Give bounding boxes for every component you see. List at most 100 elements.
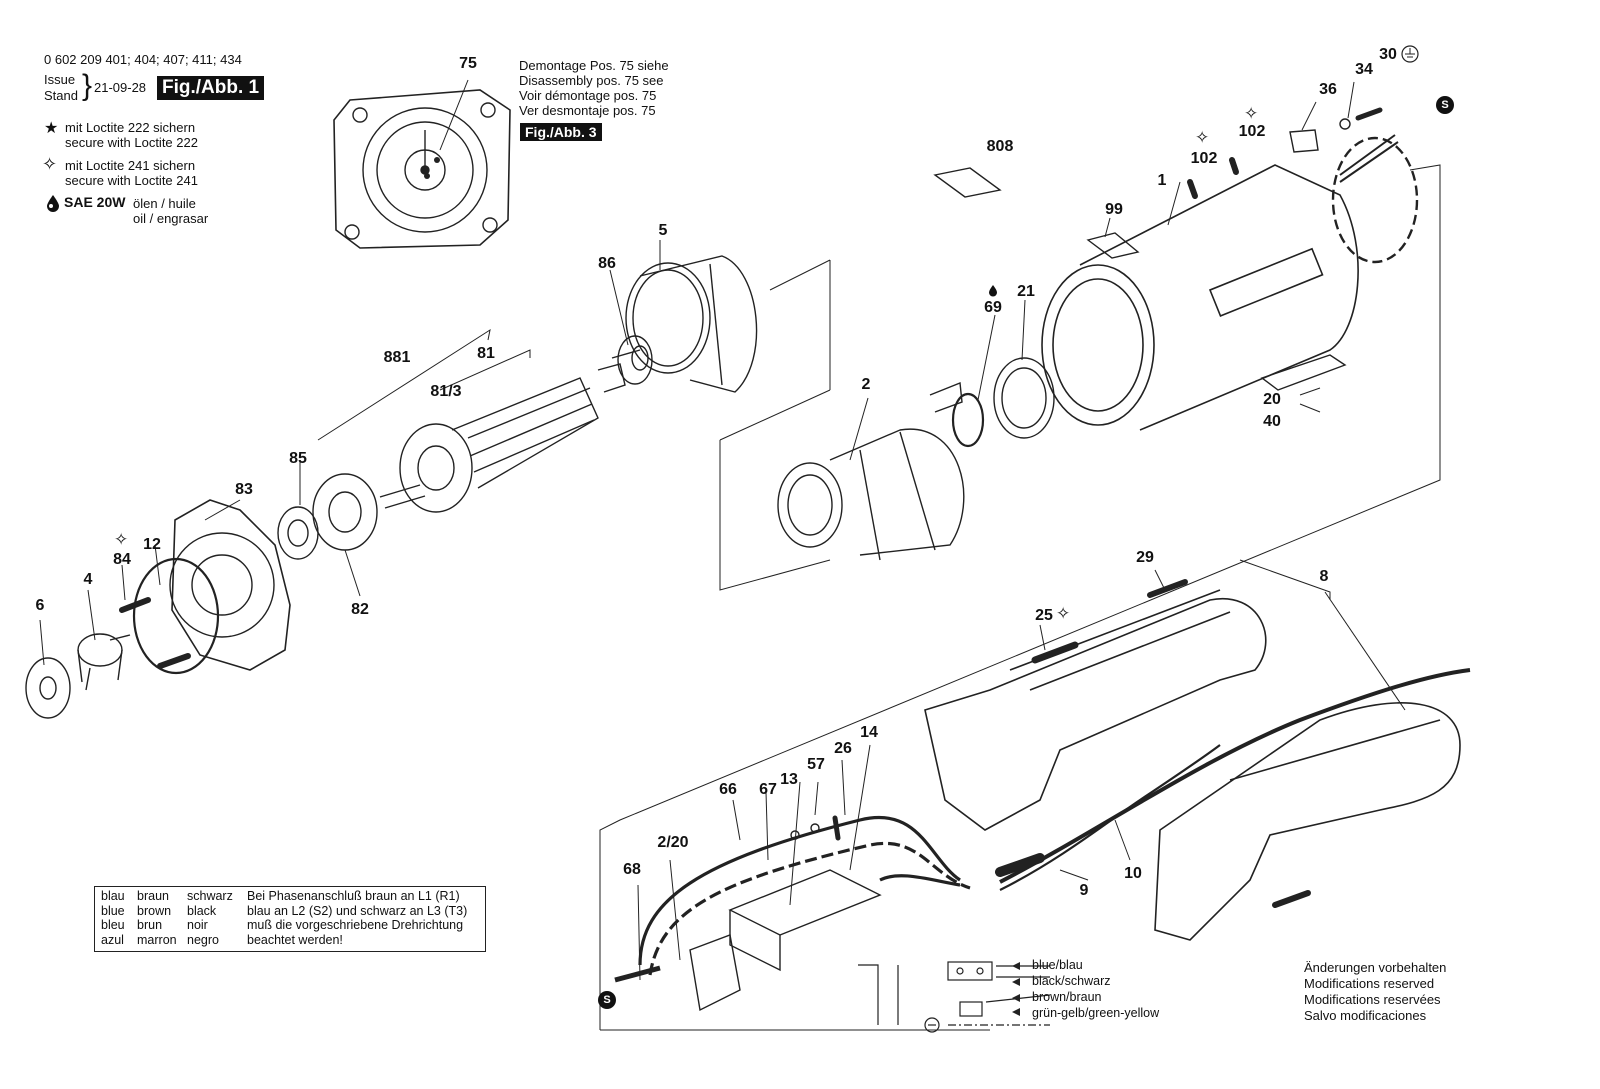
- ring-21: [993, 357, 1055, 439]
- wire-color-brown-3: marron: [137, 932, 177, 947]
- section-frame-lines: [599, 164, 1441, 1031]
- screw-handle: [1272, 890, 1311, 908]
- disassembly-note-1: Disassembly pos. 75 see: [519, 73, 664, 88]
- part-numbers: 0 602 209 401; 404; 407; 411; 434: [44, 52, 242, 67]
- label-40: 40: [1263, 413, 1281, 430]
- wire-color-blue-1: blue: [101, 903, 125, 918]
- star-outline-icon-102a: ✧: [1195, 128, 1210, 147]
- label-26: 26: [834, 740, 852, 757]
- wiring-diagram-inset: [858, 961, 1051, 1033]
- label-102b: 102: [1238, 123, 1266, 140]
- modifications-en: Modifications reserved: [1304, 976, 1435, 991]
- label-81: 81: [477, 345, 495, 362]
- label-86: 86: [598, 255, 616, 272]
- label-66: 66: [719, 781, 737, 798]
- modifications-fr: Modifications reservées: [1304, 992, 1441, 1007]
- label-57: 57: [807, 756, 825, 773]
- washer-34: [1339, 118, 1351, 130]
- phase-note-2: muß die vorgeschriebene Drehrichtung: [247, 918, 464, 932]
- label-10: 10: [1124, 865, 1142, 882]
- label-85: 85: [289, 450, 307, 467]
- brace-icon: }: [82, 69, 93, 102]
- wire-color-brown-2: brun: [137, 918, 163, 932]
- screw-30: [1355, 107, 1383, 121]
- screws-102: [1187, 157, 1239, 199]
- label-69: 69: [984, 299, 1002, 316]
- wiring-legend-black: black/schwarz: [1032, 974, 1111, 988]
- label-30: 30: [1379, 46, 1397, 63]
- motor-housing-1: [1041, 164, 1359, 431]
- label-4: 4: [83, 571, 93, 588]
- oil-line1: ölen / huile: [133, 196, 196, 211]
- disassembly-note-2: Voir démontage pos. 75: [519, 88, 657, 103]
- label-12: 12: [143, 536, 161, 553]
- issue-date: 21-09-28: [94, 80, 147, 95]
- end-plate-part: [333, 89, 511, 249]
- label-1: 1: [1157, 172, 1167, 189]
- oil-grade: SAE 20W: [64, 194, 126, 210]
- wire-color-blue-2: bleu: [101, 918, 125, 932]
- label-2-20: 2/20: [657, 834, 689, 851]
- label-13: 13: [780, 771, 798, 788]
- figure-ref-3: Fig./Abb. 3: [520, 123, 602, 141]
- disassembly-note-0: Demontage Pos. 75 siehe: [519, 58, 669, 73]
- wire-color-black-2: noir: [187, 918, 208, 932]
- s-badge-top: S: [1436, 96, 1454, 114]
- wire-color-black-3: negro: [187, 932, 219, 947]
- label-plate-808: [933, 167, 1002, 198]
- arrow-icons: [1012, 962, 1020, 1016]
- loctite241-en: secure with Loctite 241: [65, 173, 198, 188]
- label-5: 5: [658, 222, 668, 239]
- label-34: 34: [1355, 61, 1373, 78]
- wiring-legend-blue: blue/blau: [1032, 958, 1083, 972]
- disassembly-note-3: Ver desmontaje pos. 75: [519, 103, 656, 118]
- phase-note-0: Bei Phasenanschluß braun an L1 (R1): [247, 889, 460, 903]
- wire-color-black-0: schwarz: [187, 889, 233, 903]
- screw-25: [1031, 641, 1079, 664]
- switch-assembly-13: [689, 869, 882, 1012]
- handle-lower-8: [1154, 702, 1461, 941]
- connector-plug: [614, 965, 661, 983]
- label-plate-99: [1086, 232, 1140, 259]
- label-75: 75: [459, 55, 477, 72]
- modifications-de: Änderungen vorbehalten: [1304, 960, 1447, 975]
- screws-84: [119, 597, 191, 669]
- plate-20: [1260, 354, 1347, 391]
- screw-26: [832, 815, 841, 841]
- loctite241-de: mit Loctite 241 sichern: [65, 158, 196, 173]
- cable-main: [999, 668, 1471, 884]
- star-outline-icon-25: ✧: [1056, 604, 1071, 623]
- modifications-es: Salvo modificaciones: [1304, 1008, 1427, 1023]
- label-21: 21: [1017, 283, 1035, 300]
- cable-clamp-36: [1289, 129, 1319, 153]
- wire-color-black-1: black: [187, 903, 217, 918]
- bearing-85: [277, 506, 319, 560]
- star-filled-icon: ★: [44, 120, 59, 137]
- o-ring-12: [132, 557, 220, 675]
- label-9: 9: [1079, 882, 1089, 899]
- label-25: 25: [1035, 607, 1053, 624]
- oil-drop-icon-69: [989, 285, 997, 297]
- label-29: 29: [1136, 549, 1154, 566]
- sleeve-part: [625, 255, 758, 393]
- coupling-4: [77, 633, 131, 691]
- cable-10: [999, 744, 1221, 891]
- label-68: 68: [623, 861, 641, 878]
- loctite222-en: secure with Loctite 222: [65, 135, 198, 150]
- label-102a: 102: [1190, 150, 1218, 167]
- disc-6: [25, 657, 71, 719]
- ground-symbol-icon: [1401, 45, 1419, 63]
- wire-color-blue-3: azul: [101, 932, 124, 947]
- label-881: 881: [383, 349, 411, 366]
- star-outline-icon-102b: ✧: [1244, 104, 1259, 123]
- handle-upper-8: [924, 589, 1267, 831]
- label-20: 20: [1263, 391, 1281, 408]
- star-outline-icon: ✧: [42, 154, 58, 174]
- flange-82: [312, 473, 378, 551]
- stand-label: Stand: [44, 88, 78, 103]
- field-2: [777, 382, 965, 561]
- screw-29: [1147, 579, 1188, 598]
- oil-drop-icon: [47, 195, 59, 212]
- wiring-legend-ground: grün-gelb/green-yellow: [1032, 1006, 1160, 1020]
